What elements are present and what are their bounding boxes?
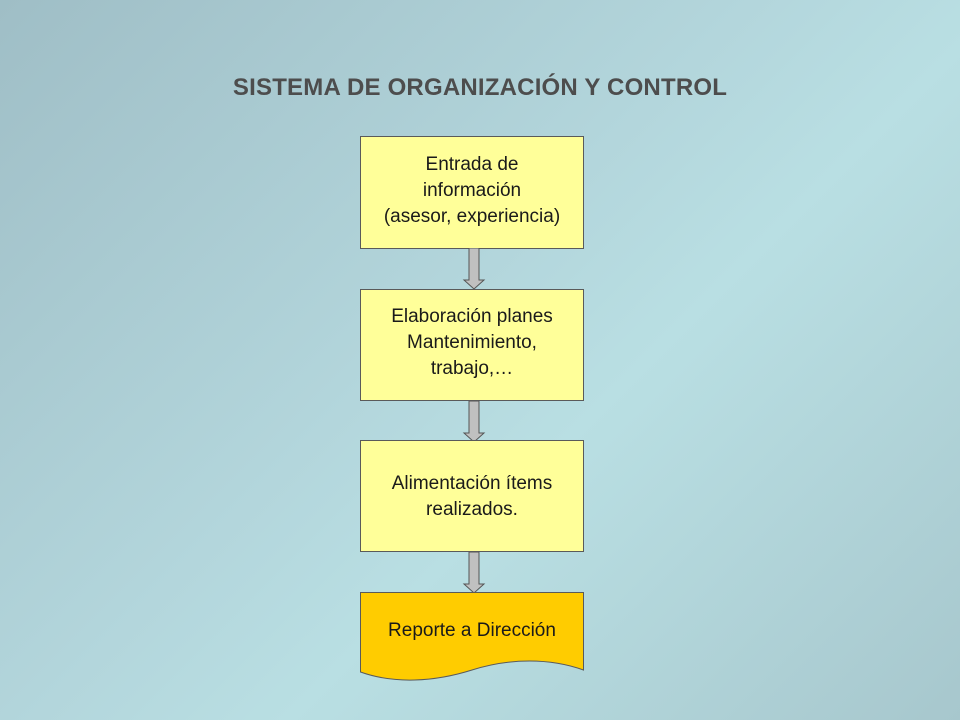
box-text-line: información [422,180,522,201]
box-text-line: trabajo,… [430,358,514,379]
box-text-line: Mantenimiento, [407,332,537,353]
process-box-input: Entrada de información (asesor, experien… [360,136,584,249]
diagram-title: SISTEMA DE ORGANIZACIÓN Y CONTROL [232,74,728,101]
box-text-line: realizados. [426,499,518,520]
box-text-line: (asesor, experiencia) [383,206,561,227]
process-box-feed: Alimentación ítems realizados. [360,440,584,552]
down-arrow-icon [462,248,486,290]
document-shape [360,592,584,681]
down-arrow-icon [462,552,486,594]
down-arrow-icon [462,401,486,443]
box-text-line: Entrada de [425,154,519,175]
box-text-line: Alimentación ítems [391,473,553,494]
box-text-line: Elaboración planes [391,306,553,327]
process-box-plans: Elaboración planes Mantenimiento, trabaj… [360,289,584,401]
report-label: Reporte a Dirección [388,620,556,641]
